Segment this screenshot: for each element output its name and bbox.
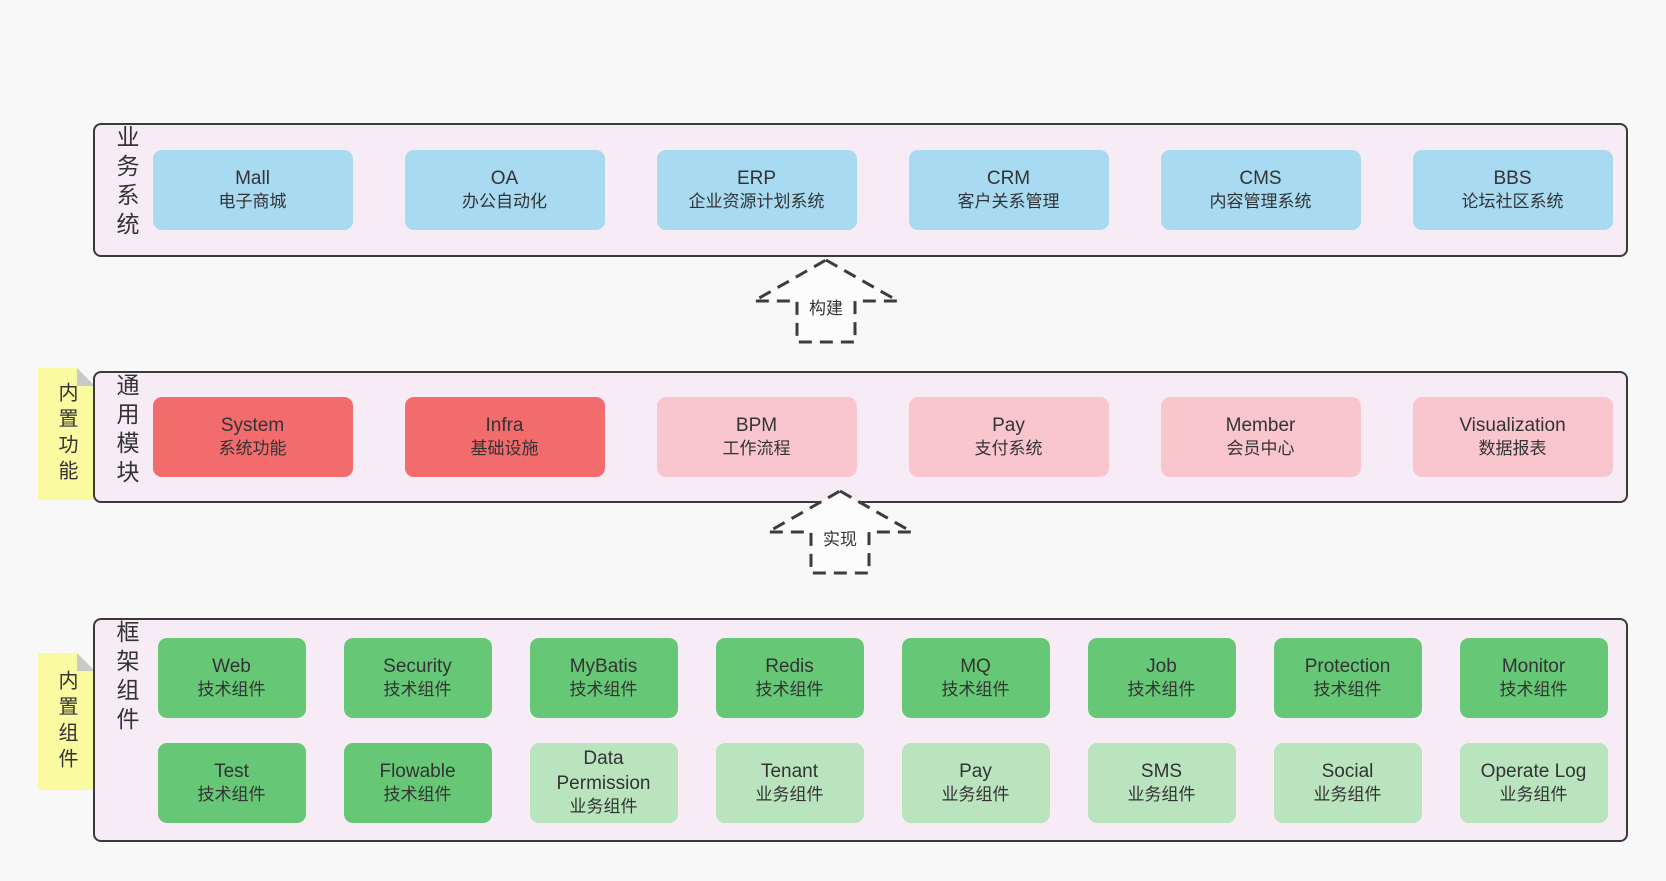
box-title: MyBatis [569, 655, 638, 677]
arrow-label: 构建 [807, 294, 845, 319]
box-subtitle: 业务组件 [1313, 784, 1382, 804]
box-protection: Protection 技术组件 [1273, 637, 1422, 718]
box-tenant: Tenant 业务组件 [715, 742, 864, 823]
box-job: Job 技术组件 [1087, 637, 1236, 718]
box-title: MQ [960, 655, 991, 677]
box-subtitle: 工作流程 [722, 439, 791, 459]
box-subtitle: 技术组件 [1499, 679, 1568, 699]
box-subtitle: 系统功能 [218, 439, 287, 459]
box-title: Security [383, 655, 452, 677]
box-subtitle: 企业资源计划系统 [688, 192, 825, 212]
box-title: SMS [1140, 760, 1183, 782]
box-subtitle: 支付系统 [974, 439, 1043, 459]
box-subtitle: 论坛社区系统 [1461, 192, 1564, 212]
box-title: CMS [1239, 168, 1282, 190]
box-title: Redis [765, 655, 814, 677]
box-subtitle: 业务组件 [1127, 784, 1196, 804]
box-title: CRM [986, 168, 1031, 190]
box-title: Protection [1304, 655, 1391, 677]
layer-label: 业务系统 [113, 125, 139, 241]
box-title: BPM [735, 415, 778, 437]
box-erp: ERP 企业资源计划系统 [656, 150, 857, 230]
box-title: Mall [235, 168, 270, 190]
sticky-note-label: 内置功能 [55, 382, 77, 486]
box-subtitle: 技术组件 [383, 679, 452, 699]
box-subtitle: 技术组件 [941, 679, 1010, 699]
box-subtitle: 数据报表 [1478, 439, 1547, 459]
box-monitor: Monitor 技术组件 [1459, 637, 1608, 718]
layer-common-modules: 通用模块 System 系统功能 Infra 基础设施 BPM 工作流程 Pay… [93, 371, 1628, 503]
box-subtitle: 会员中心 [1226, 439, 1295, 459]
box-title: Pay [992, 415, 1025, 437]
box-system: System 系统功能 [152, 397, 353, 477]
box-title: BBS [1493, 168, 1532, 190]
box-title: Operate Log [1480, 760, 1587, 782]
box-title: Pay [959, 760, 992, 782]
box-pay-module: Pay 支付系统 [908, 397, 1109, 477]
box-data-permission: Data Permission 业务组件 [529, 742, 678, 823]
box-subtitle: 技术组件 [1313, 679, 1382, 699]
box-title: Member [1225, 415, 1296, 437]
arrow-label: 实现 [821, 525, 859, 550]
box-web: Web 技术组件 [157, 637, 306, 718]
dashed-up-arrow-build: 构建 [751, 257, 901, 345]
box-subtitle: 技术组件 [1127, 679, 1196, 699]
box-subtitle: 技术组件 [755, 679, 824, 699]
box-title: System [220, 415, 285, 437]
box-operate-log: Operate Log 业务组件 [1459, 742, 1608, 823]
box-mall: Mall 电子商城 [152, 150, 353, 230]
box-subtitle: 业务组件 [1499, 784, 1568, 804]
box-title: Data Permission [556, 748, 651, 795]
box-subtitle: 基础设施 [470, 439, 539, 459]
box-mybatis: MyBatis 技术组件 [529, 637, 678, 718]
box-title: ERP [736, 168, 777, 190]
box-redis: Redis 技术组件 [715, 637, 864, 718]
sticky-note-built-in-components: 内置组件 [38, 653, 95, 790]
sticky-note-built-in-features: 内置功能 [38, 368, 95, 500]
box-title: Test [214, 760, 249, 782]
box-title: OA [490, 168, 519, 190]
box-subtitle: 业务组件 [941, 784, 1010, 804]
box-oa: OA 办公自动化 [404, 150, 605, 230]
box-member: Member 会员中心 [1160, 397, 1361, 477]
box-cms: CMS 内容管理系统 [1160, 150, 1361, 230]
layer-business-systems: 业务系统 Mall 电子商城 OA 办公自动化 ERP 企业资源计划系统 CRM… [93, 123, 1628, 257]
box-title: Social [1321, 760, 1374, 782]
box-infra: Infra 基础设施 [404, 397, 605, 477]
box-bpm: BPM 工作流程 [656, 397, 857, 477]
layer-framework-components: 框架组件 Web 技术组件 Security 技术组件 MyBatis 技术组件… [93, 618, 1628, 842]
box-visualization: Visualization 数据报表 [1412, 397, 1613, 477]
box-subtitle: 技术组件 [197, 784, 266, 804]
sticky-note-label: 内置组件 [55, 669, 77, 774]
box-subtitle: 电子商城 [218, 192, 287, 212]
box-subtitle: 办公自动化 [462, 192, 547, 212]
box-subtitle: 业务组件 [755, 784, 824, 804]
box-pay-component: Pay 业务组件 [901, 742, 1050, 823]
box-sms: SMS 业务组件 [1087, 742, 1236, 823]
box-subtitle: 技术组件 [569, 679, 638, 699]
box-title: Web [212, 655, 251, 677]
box-title: Flowable [379, 760, 456, 782]
box-title: Infra [485, 415, 524, 437]
dashed-up-arrow-implement: 实现 [765, 488, 915, 576]
box-title: Tenant [760, 760, 819, 782]
box-subtitle: 客户关系管理 [957, 192, 1060, 212]
box-security: Security 技术组件 [343, 637, 492, 718]
layer-label: 通用模块 [113, 373, 139, 489]
box-mq: MQ 技术组件 [901, 637, 1050, 718]
box-subtitle: 技术组件 [197, 679, 266, 699]
box-subtitle: 内容管理系统 [1209, 192, 1312, 212]
box-crm: CRM 客户关系管理 [908, 150, 1109, 230]
box-bbs: BBS 论坛社区系统 [1412, 150, 1613, 230]
box-subtitle: 业务组件 [569, 797, 638, 817]
box-test: Test 技术组件 [157, 742, 306, 823]
box-subtitle: 技术组件 [383, 784, 452, 804]
layer-label: 框架组件 [113, 620, 139, 736]
box-title: Monitor [1501, 655, 1566, 677]
box-social: Social 业务组件 [1273, 742, 1422, 823]
box-title: Visualization [1459, 415, 1566, 437]
box-title: Job [1146, 655, 1177, 677]
box-flowable: Flowable 技术组件 [343, 742, 492, 823]
